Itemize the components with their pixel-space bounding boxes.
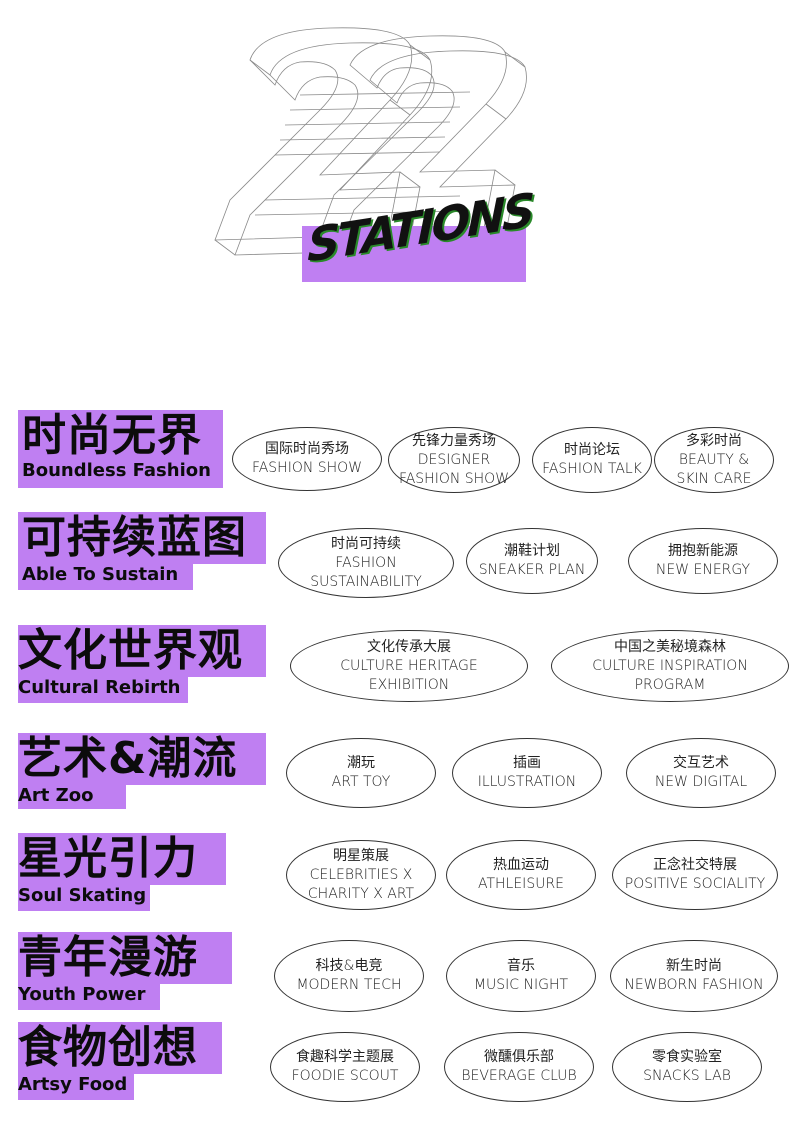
- group-title-highlight: [18, 733, 266, 785]
- group-title-highlight: [18, 932, 232, 984]
- station-pill[interactable]: 科技&电竞 MODERN TECH: [274, 940, 424, 1012]
- station-pill[interactable]: 食趣科学主题展 FOODIE SCOUT: [270, 1032, 420, 1102]
- station-name-zh: 插画: [513, 755, 541, 771]
- station-name-zh: 明星策展: [333, 847, 389, 864]
- station-pill[interactable]: 新生时尚 NEWBORN FASHION: [610, 940, 778, 1012]
- station-pill[interactable]: 潮鞋计划 SNEAKER PLAN: [466, 528, 598, 594]
- station-name-zh: 多彩时尚: [686, 432, 742, 449]
- group-subtitle-highlight: [18, 783, 126, 809]
- station-name-en: ART TOY: [331, 774, 391, 790]
- station-pill[interactable]: 先锋力量秀场 DESIGNER FASHION SHOW: [388, 427, 520, 493]
- group-title-en: Boundless Fashion: [22, 460, 211, 481]
- station-name-zh: 音乐: [507, 958, 535, 974]
- group-title-en: Artsy Food: [18, 1074, 128, 1095]
- station-name-zh: 零食实验室: [652, 1049, 722, 1065]
- group-title-zh: 艺术&潮流: [18, 733, 238, 784]
- station-name-en: CULTURE HERITAGE: [340, 657, 478, 674]
- station-name-zh: 先锋力量秀场: [412, 432, 496, 449]
- group-title-en: Art Zoo: [18, 785, 94, 806]
- group-subtitle-highlight: [18, 883, 150, 911]
- group-title-en: Youth Power: [18, 984, 146, 1005]
- station-name-en: FASHION SHOW: [398, 470, 510, 487]
- station-name-zh: 新生时尚: [666, 958, 722, 974]
- hero-graphic: STATIONS: [0, 0, 800, 300]
- group-title-zh: 青年漫游: [18, 932, 198, 983]
- station-name-zh: 热血运动: [493, 857, 549, 873]
- station-pill[interactable]: 微醺俱乐部 BEVERAGE CLUB: [444, 1032, 594, 1102]
- station-name-zh: 文化传承大展: [367, 638, 451, 655]
- station-name-en: NEWBORN FASHION: [624, 977, 764, 993]
- group-title-en: Cultural Rebirth: [18, 677, 181, 698]
- station-name-en: CULTURE INSPIRATION: [592, 657, 748, 674]
- station-pill[interactable]: 正念社交特展 POSITIVE SOCIALITY: [612, 840, 778, 910]
- station-pill[interactable]: 时尚可持续 FASHION SUSTAINABILITY: [278, 528, 454, 598]
- station-name-zh: 中国之美秘境森林: [614, 638, 726, 655]
- station-name-en: BEVERAGE CLUB: [461, 1068, 577, 1084]
- station-pill[interactable]: 文化传承大展 CULTURE HERITAGE EXHIBITION: [290, 630, 528, 702]
- station-name-zh: 时尚可持续: [331, 535, 401, 552]
- station-pill[interactable]: 零食实验室 SNACKS LAB: [612, 1032, 762, 1102]
- station-name-en: SNACKS LAB: [643, 1068, 731, 1084]
- station-name-zh: 微醺俱乐部: [484, 1049, 554, 1065]
- station-name-en: BEAUTY &: [678, 451, 750, 468]
- station-name-zh: 正念社交特展: [653, 857, 737, 873]
- stations-badge-bg: [302, 226, 526, 282]
- group-subtitle-highlight: [18, 456, 223, 488]
- station-pill[interactable]: 热血运动 ATHLEISURE: [446, 840, 596, 910]
- station-name-en: NEW ENERGY: [655, 562, 751, 578]
- group-title-highlight: [18, 410, 223, 460]
- station-pill[interactable]: 明星策展 CELEBRITIES X CHARITY X ART: [286, 840, 436, 910]
- station-name-en: ILLUSTRATION: [477, 774, 577, 790]
- station-name-en: SKIN CARE: [676, 470, 752, 487]
- station-pill[interactable]: 交互艺术 NEW DIGITAL: [626, 738, 776, 808]
- group-title-highlight: [18, 512, 266, 564]
- group-subtitle-highlight: [18, 675, 188, 703]
- station-name-zh: 潮玩: [347, 755, 375, 771]
- station-pill[interactable]: 中国之美秘境森林 CULTURE INSPIRATION PROGRAM: [551, 630, 789, 702]
- station-name-zh: 国际时尚秀场: [265, 441, 349, 457]
- station-name-zh: 交互艺术: [673, 755, 729, 771]
- station-name-en: SUSTAINABILITY: [310, 573, 422, 590]
- group-title-zh: 星光引力: [18, 833, 198, 884]
- station-name-en: DESIGNER: [417, 451, 491, 468]
- group-subtitle-highlight: [18, 982, 160, 1010]
- station-pill[interactable]: 国际时尚秀场 FASHION SHOW: [232, 427, 382, 491]
- group-title-zh: 食物创想: [18, 1022, 198, 1073]
- station-name-zh: 科技&电竞: [315, 958, 383, 974]
- station-name-en: PROGRAM: [634, 676, 706, 693]
- group-title-highlight: [18, 1022, 222, 1074]
- station-name-en: NEW DIGITAL: [654, 774, 748, 790]
- station-name-zh: 拥抱新能源: [668, 543, 738, 559]
- station-pill[interactable]: 音乐 MUSIC NIGHT: [446, 940, 596, 1012]
- station-name-zh: 时尚论坛: [564, 442, 620, 458]
- group-title-zh: 时尚无界: [22, 410, 202, 461]
- group-title-highlight: [18, 625, 266, 677]
- station-name-en: MUSIC NIGHT: [473, 977, 569, 993]
- station-name-en: CELEBRITIES X: [309, 866, 413, 883]
- station-name-en: POSITIVE SOCIALITY: [624, 876, 766, 892]
- station-pill[interactable]: 潮玩 ART TOY: [286, 738, 436, 808]
- station-name-en: FOODIE SCOUT: [291, 1068, 399, 1084]
- station-pill[interactable]: 多彩时尚 BEAUTY & SKIN CARE: [654, 427, 774, 493]
- group-title-highlight: [18, 833, 226, 885]
- station-name-en: FASHION: [335, 554, 397, 571]
- station-name-en: SNEAKER PLAN: [478, 562, 586, 578]
- group-title-zh: 文化世界观: [18, 625, 243, 676]
- station-name-en: FASHION TALK: [542, 461, 642, 477]
- station-name-en: ATHLEISURE: [477, 876, 565, 892]
- station-pill[interactable]: 时尚论坛 FASHION TALK: [532, 427, 652, 493]
- station-pill[interactable]: 插画 ILLUSTRATION: [452, 738, 602, 808]
- station-name-en: FASHION SHOW: [251, 460, 363, 476]
- station-name-en: EXHIBITION: [368, 676, 450, 693]
- group-title-en: Able To Sustain: [22, 564, 179, 585]
- station-name-en: CHARITY X ART: [307, 885, 415, 902]
- group-subtitle-highlight: [18, 562, 193, 590]
- group-title-en: Soul Skating: [18, 885, 147, 906]
- group-subtitle-highlight: [18, 1072, 134, 1100]
- group-title-zh: 可持续蓝图: [22, 512, 247, 563]
- station-name-zh: 食趣科学主题展: [296, 1049, 394, 1065]
- station-pill[interactable]: 拥抱新能源 NEW ENERGY: [628, 528, 778, 594]
- station-name-zh: 潮鞋计划: [504, 543, 560, 559]
- station-name-en: MODERN TECH: [296, 977, 402, 993]
